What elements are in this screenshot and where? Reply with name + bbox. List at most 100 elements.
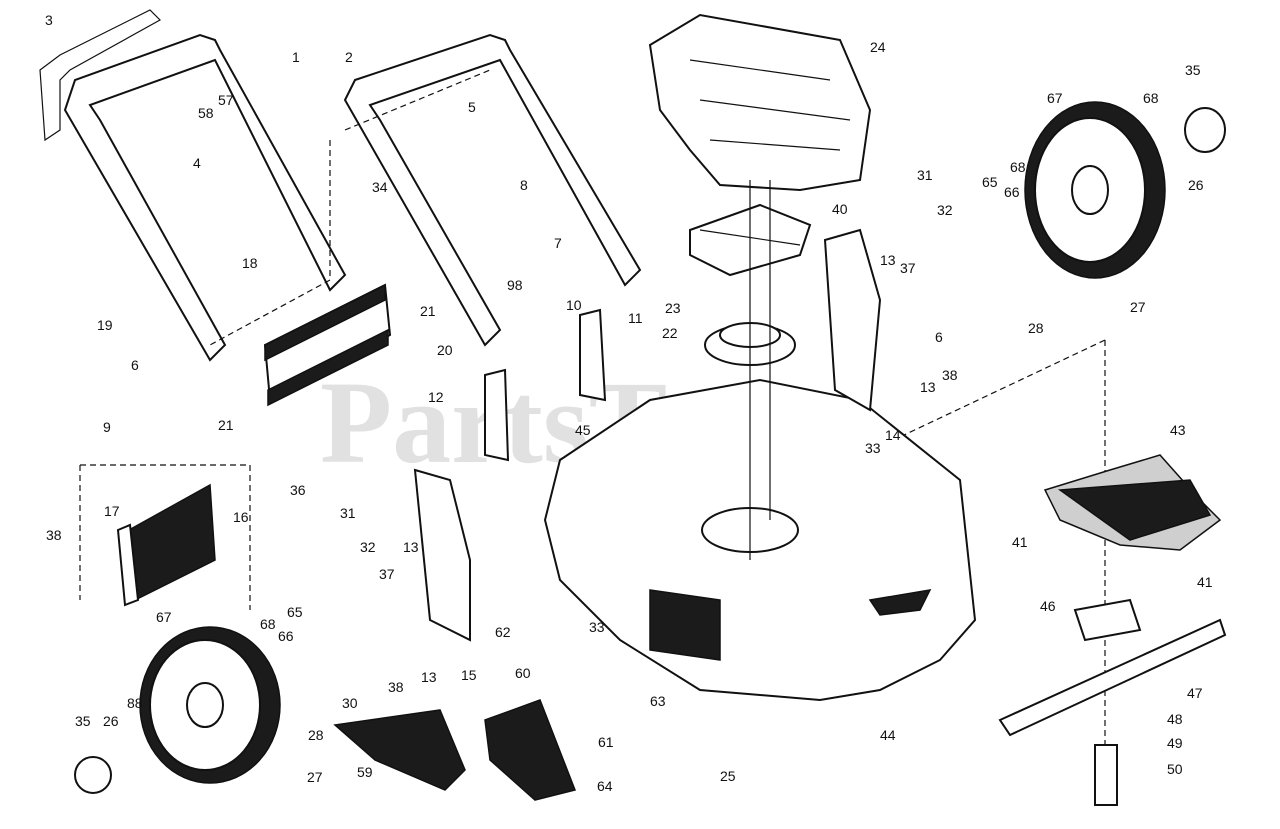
callout-31: 31 xyxy=(340,505,356,521)
callout-66: 66 xyxy=(1004,184,1020,200)
callout-88: 88 xyxy=(127,695,143,711)
callout-49: 49 xyxy=(1167,735,1183,751)
callout-65: 65 xyxy=(287,604,303,620)
callout-4: 4 xyxy=(193,155,201,171)
front-wheel-left xyxy=(139,626,281,784)
height-bracket-part-15 xyxy=(413,468,471,642)
hubcaps xyxy=(74,107,1226,794)
callout-26: 26 xyxy=(1188,177,1204,193)
callout-68: 68 xyxy=(1010,159,1026,175)
callout-67: 67 xyxy=(1047,90,1063,106)
callout-22: 22 xyxy=(662,325,678,341)
callout-61: 61 xyxy=(598,734,614,750)
callout-14: 14 xyxy=(885,427,901,443)
callout-68: 68 xyxy=(260,616,276,632)
callout-21: 21 xyxy=(420,303,436,319)
rear-wheel-right xyxy=(1024,101,1166,279)
callout-35: 35 xyxy=(1185,62,1201,78)
callout-28: 28 xyxy=(308,727,324,743)
callout-27: 27 xyxy=(307,769,323,785)
callout-67: 67 xyxy=(156,609,172,625)
callout-18: 18 xyxy=(242,255,258,271)
callout-13: 13 xyxy=(421,669,437,685)
callout-64: 64 xyxy=(597,778,613,794)
upper-handle-right xyxy=(343,33,642,347)
callout-37: 37 xyxy=(379,566,395,582)
side-cover-part-64 xyxy=(484,699,577,801)
callout-37: 37 xyxy=(900,260,916,276)
callout-31: 31 xyxy=(917,167,933,183)
callout-7: 7 xyxy=(554,235,562,251)
callout-32: 32 xyxy=(360,539,376,555)
callout-13: 13 xyxy=(403,539,419,555)
callout-19: 19 xyxy=(97,317,113,333)
rear-flap-part-20 xyxy=(263,283,392,407)
callout-50: 50 xyxy=(1167,761,1183,777)
callout-5: 5 xyxy=(468,99,476,115)
callout-38: 38 xyxy=(388,679,404,695)
callout-38: 38 xyxy=(942,367,958,383)
callout-36: 36 xyxy=(290,482,306,498)
callout-65: 65 xyxy=(982,174,998,190)
callout-48: 48 xyxy=(1167,711,1183,727)
mulch-plug-part-43 xyxy=(1043,454,1222,551)
callout-21: 21 xyxy=(218,417,234,433)
callout-13: 13 xyxy=(880,252,896,268)
callout-32: 32 xyxy=(937,202,953,218)
callout-33: 33 xyxy=(589,619,605,635)
callout-33: 33 xyxy=(865,440,881,456)
callout-57: 57 xyxy=(218,92,234,108)
side-chute-part-59 xyxy=(333,709,466,791)
brackets-part-11-12 xyxy=(484,308,607,462)
callout-38: 38 xyxy=(46,527,62,543)
callout-3: 3 xyxy=(45,12,53,28)
callout-60: 60 xyxy=(515,665,531,681)
callout-26: 26 xyxy=(103,713,119,729)
callout-24: 24 xyxy=(870,39,886,55)
callout-16: 16 xyxy=(233,509,249,525)
blade-bolt-part-50 xyxy=(1094,744,1118,806)
callout-28: 28 xyxy=(1028,320,1044,336)
upper-handle-left xyxy=(39,9,347,362)
callout-6: 6 xyxy=(935,329,943,345)
callout-63: 63 xyxy=(650,693,666,709)
callout-62: 62 xyxy=(495,624,511,640)
callout-45: 45 xyxy=(575,422,591,438)
bag-part-9 xyxy=(116,483,216,607)
callout-47: 47 xyxy=(1187,685,1203,701)
callout-17: 17 xyxy=(104,503,120,519)
callout-58: 58 xyxy=(198,105,214,121)
callout-66: 66 xyxy=(278,628,294,644)
callout-15: 15 xyxy=(461,667,477,683)
engine-part-24 xyxy=(648,13,872,192)
callout-23: 23 xyxy=(665,300,681,316)
callout-27: 27 xyxy=(1130,299,1146,315)
callout-98: 98 xyxy=(507,277,523,293)
callout-59: 59 xyxy=(357,764,373,780)
callout-30: 30 xyxy=(342,695,358,711)
callout-1: 1 xyxy=(292,49,300,65)
callout-8: 8 xyxy=(520,177,528,193)
callout-9: 9 xyxy=(103,419,111,435)
callout-25: 25 xyxy=(720,768,736,784)
blade-part-47 xyxy=(998,618,1227,737)
callout-41: 41 xyxy=(1012,534,1028,550)
callout-2: 2 xyxy=(345,49,353,65)
callout-11: 11 xyxy=(628,310,643,326)
callout-44: 44 xyxy=(880,727,896,743)
blade-adapter-part-46 xyxy=(1073,598,1142,642)
callout-12: 12 xyxy=(428,389,444,405)
callout-34: 34 xyxy=(372,179,388,195)
callout-10: 10 xyxy=(566,297,582,313)
callout-46: 46 xyxy=(1040,598,1056,614)
height-bracket-part-14 xyxy=(823,228,882,412)
callout-43: 43 xyxy=(1170,422,1186,438)
mower-deck-part-44 xyxy=(543,378,977,702)
callout-20: 20 xyxy=(437,342,453,358)
callout-41: 41 xyxy=(1197,574,1213,590)
callout-13: 13 xyxy=(920,379,936,395)
callout-40: 40 xyxy=(832,201,848,217)
callout-35: 35 xyxy=(75,713,91,729)
